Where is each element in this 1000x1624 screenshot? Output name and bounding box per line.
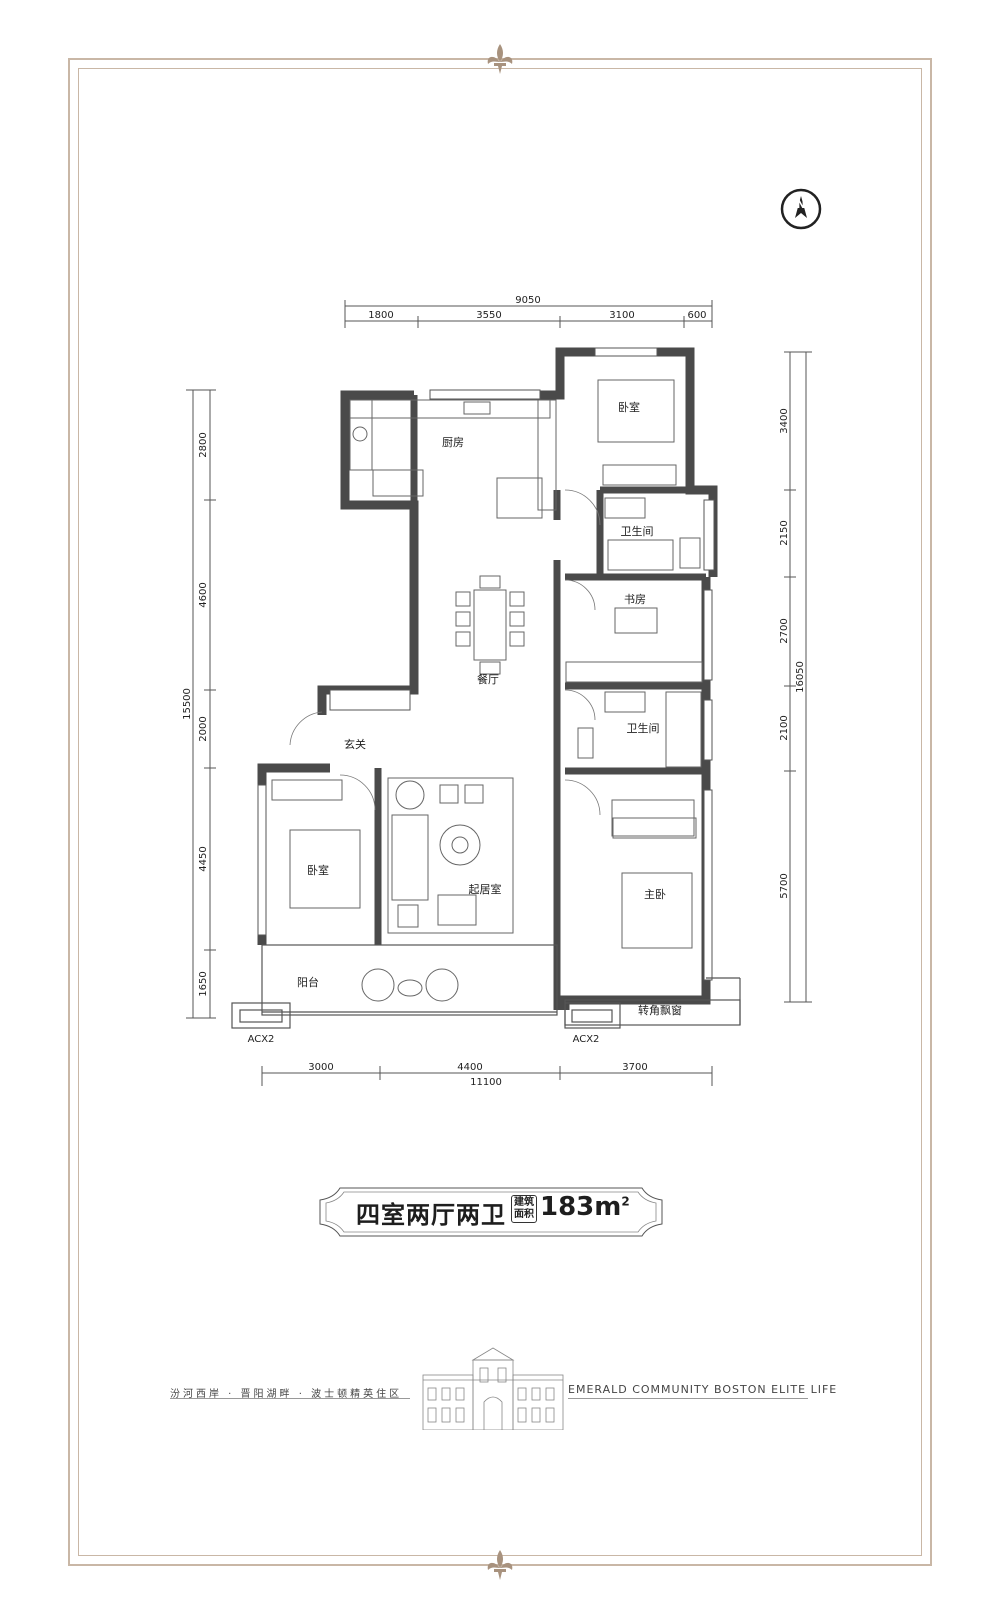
dim-top-seg: 600 [687,310,706,321]
dim-right-seg: 3400 [779,408,790,433]
fleur-de-lis-top-icon [487,44,513,74]
room-dining-label: 餐厅 [477,672,499,686]
footer-slogan-cn: 汾河西岸 · 晋阳湖畔 · 波士顿精英住区 [170,1389,403,1400]
room-entry-label: 玄关 [344,737,366,751]
dim-top-seg: 1800 [368,310,393,321]
title-plaque [319,1187,663,1237]
dim-right-seg: 5700 [779,873,790,898]
dim-left-seg: 4450 [198,846,209,871]
room-master-label: 主卧 [644,888,666,901]
dim-top-seg: 3550 [476,310,501,321]
dim-top-seg: 3100 [609,310,634,321]
compass-letter: N [796,198,805,211]
room-balcony-label: 阳台 [297,975,319,989]
room-bedroom-w-label: 卧室 [307,863,329,877]
area-label-line1: 建筑 [514,1197,534,1208]
room-kitchen-label: 厨房 [442,436,464,449]
dim-top-total: 9050 [515,295,540,306]
area-unit-superscript: 2 [621,1194,630,1209]
room-living-label: 起居室 [469,882,502,896]
footer-slogan-en: EMERALD COMMUNITY BOSTON ELITE LIFE [568,1383,838,1396]
room-bay-window-label: 转角飘窗 [638,1003,682,1017]
dim-right-seg: 2100 [779,715,790,740]
dim-right-seg: 2150 [779,520,790,545]
dim-bottom-seg: 3000 [308,1062,333,1073]
north-compass-icon: N [780,188,822,230]
area-value: 183m2 [540,1192,630,1222]
room-bedroom-nw-label: 卧室 [618,400,640,414]
room-bath-south-label: 卫生间 [627,721,660,735]
area-number: 183m [540,1192,622,1222]
area-label-line2: 面积 [514,1209,534,1220]
dim-bottom-seg: 4400 [457,1062,482,1073]
area-label-badge: 建筑 面积 [511,1195,537,1223]
dim-left-seg: 2800 [198,432,209,457]
ac-label-left: ACX2 [248,1034,275,1045]
dim-bottom-total: 11100 [470,1077,502,1088]
dim-left-seg: 2000 [198,716,209,741]
footer-rule-left [170,1398,410,1399]
dim-left-total: 15500 [182,688,193,720]
dim-right-seg: 2700 [779,618,790,643]
fleur-de-lis-bottom-icon [487,1550,513,1580]
building-illustration-icon [422,1347,564,1430]
footer-rule-right [568,1398,808,1399]
dim-left-seg: 4600 [198,582,209,607]
ac-label-right: ACX2 [573,1034,600,1045]
dim-right-total: 16050 [795,661,806,693]
room-study-label: 书房 [624,593,646,606]
dim-bottom-seg: 3700 [622,1062,647,1073]
unit-type-title: 四室两厅两卫 [356,1201,506,1229]
dim-left-seg: 1650 [198,971,209,996]
room-bath-north-label: 卫生间 [621,524,654,538]
